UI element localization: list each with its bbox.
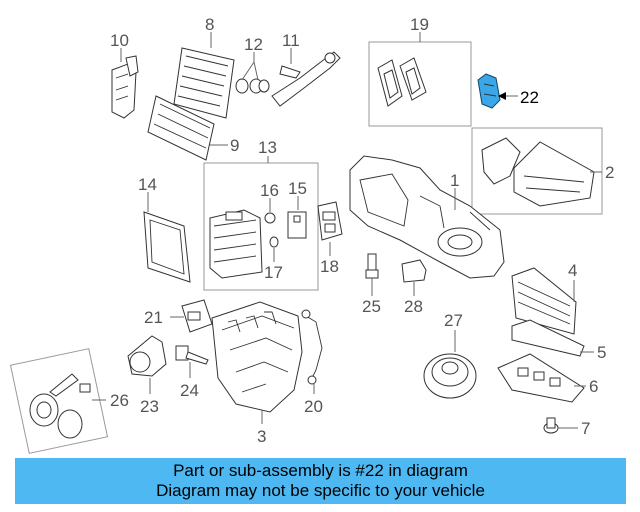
callout-17: 17 xyxy=(264,263,283,282)
info-banner: Part or sub-assembly is #22 in diagram D… xyxy=(15,458,626,504)
callout-19: 19 xyxy=(410,15,429,34)
callout-14: 14 xyxy=(138,175,157,194)
callout-22: 22 xyxy=(520,88,539,107)
part-2[interactable] xyxy=(481,137,595,207)
callout-9: 9 xyxy=(230,136,239,155)
callout-18: 18 xyxy=(320,257,339,276)
group-box-13 xyxy=(203,162,319,291)
part-23[interactable] xyxy=(127,335,167,377)
banner-line-1: Part or sub-assembly is #22 in diagram xyxy=(173,461,468,480)
callout-16: 16 xyxy=(260,181,279,200)
callout-7: 7 xyxy=(581,419,590,438)
part-19[interactable] xyxy=(377,57,427,107)
callout-labels: 8 10 12 11 19 22 9 13 1 2 14 16 15 17 18… xyxy=(110,15,614,446)
part-20[interactable] xyxy=(301,309,323,385)
callout-11: 11 xyxy=(282,31,300,50)
part-28[interactable] xyxy=(401,259,427,283)
callout-24: 24 xyxy=(180,381,199,400)
callout-23: 23 xyxy=(140,397,159,416)
part-6[interactable] xyxy=(497,353,585,403)
callout-10: 10 xyxy=(110,31,129,50)
leader-lines xyxy=(92,32,602,429)
part-15[interactable] xyxy=(287,211,307,239)
callout-21: 21 xyxy=(144,308,163,327)
part-4[interactable] xyxy=(511,267,577,335)
part-5[interactable] xyxy=(511,319,585,357)
part-17[interactable] xyxy=(269,236,279,248)
callout-3: 3 xyxy=(257,427,266,446)
part-27[interactable] xyxy=(423,353,477,399)
group-box-2 xyxy=(471,127,603,215)
arrowhead-22 xyxy=(498,92,506,100)
part-16[interactable] xyxy=(264,212,276,224)
callout-25: 25 xyxy=(362,297,381,316)
part-8[interactable] xyxy=(173,47,235,119)
part-13[interactable] xyxy=(209,209,263,279)
part-18[interactable] xyxy=(317,201,343,241)
part-22[interactable] xyxy=(477,73,501,109)
part-1[interactable] xyxy=(349,155,505,279)
callout-26: 26 xyxy=(110,391,129,410)
part-10[interactable] xyxy=(111,55,139,119)
part-7[interactable] xyxy=(543,417,559,434)
group-box-26 xyxy=(9,348,109,454)
part-25[interactable] xyxy=(365,253,379,279)
callout-27: 27 xyxy=(444,311,463,330)
callout-5: 5 xyxy=(597,343,606,362)
part-24[interactable] xyxy=(175,345,209,365)
callout-15: 15 xyxy=(288,179,307,198)
part-12[interactable] xyxy=(235,78,270,94)
callout-13: 13 xyxy=(258,138,277,157)
part-21[interactable] xyxy=(181,299,213,333)
part-26[interactable] xyxy=(29,373,91,439)
part-3[interactable] xyxy=(211,301,303,413)
part-11[interactable] xyxy=(271,51,341,107)
callout-12: 12 xyxy=(244,35,263,54)
callout-6: 6 xyxy=(589,377,598,396)
part-14[interactable] xyxy=(143,211,191,283)
banner-line-2: Diagram may not be specific to your vehi… xyxy=(156,481,485,500)
callout-4: 4 xyxy=(568,261,577,280)
callout-20: 20 xyxy=(304,397,323,416)
callout-2: 2 xyxy=(605,163,614,182)
part-9[interactable] xyxy=(147,95,215,161)
callout-1: 1 xyxy=(450,171,459,190)
callout-28: 28 xyxy=(404,297,423,316)
parts-diagram: 8 10 12 11 19 22 9 13 1 2 14 16 15 17 18… xyxy=(9,15,614,454)
callout-8: 8 xyxy=(205,15,214,34)
